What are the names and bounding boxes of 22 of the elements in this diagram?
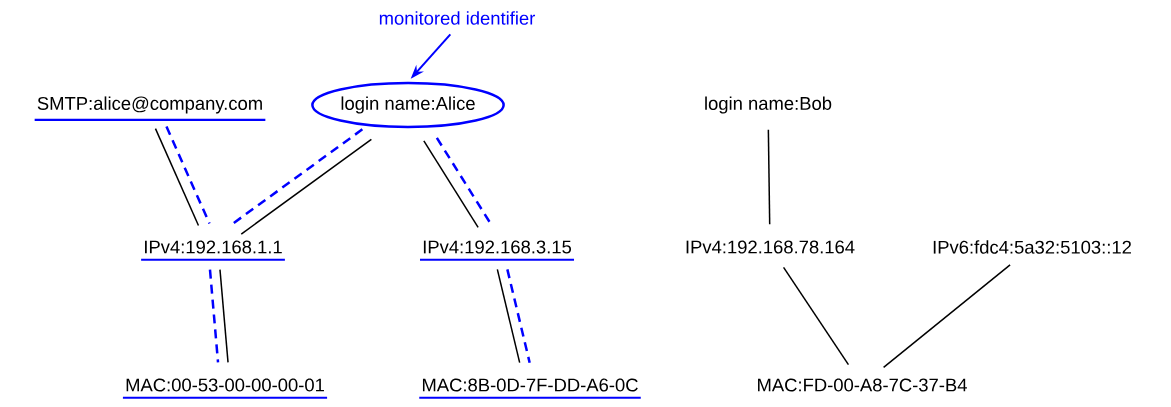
link-line [240, 138, 373, 235]
dashed-link [231, 128, 364, 226]
link-line [423, 140, 479, 229]
link-line [767, 129, 771, 226]
underlined-identifier: MAC:8B-0D-7F-DD-A6-0C [419, 378, 641, 399]
underlined-identifier: IPv4:192.168.1.1 [141, 240, 285, 261]
underlined-identifier: MAC:00-53-00-00-00-01 [122, 378, 328, 399]
link-line [496, 268, 521, 364]
underlined-identifier: SMTP:alice@company.com [34, 96, 266, 121]
identifier-label: MAC:FD-00-A8-7C-37-B4 [758, 378, 967, 392]
dashed-link [506, 269, 531, 363]
link-line [782, 266, 850, 366]
identifier-label: IPv6:fdc4:5a32:5103::12 [933, 240, 1131, 254]
dashed-link [208, 269, 220, 363]
identifier-label: login name:Bob [705, 96, 832, 114]
link-line [882, 264, 1011, 369]
annotation-label: monitored identifier [379, 11, 535, 25]
underlined-identifier: IPv4:192.168.3.15 [420, 240, 574, 261]
link-line [154, 127, 200, 227]
dashed-link [165, 126, 211, 224]
link-line [219, 268, 229, 364]
identifier-label: IPv4:192.168.78.164 [686, 240, 855, 254]
